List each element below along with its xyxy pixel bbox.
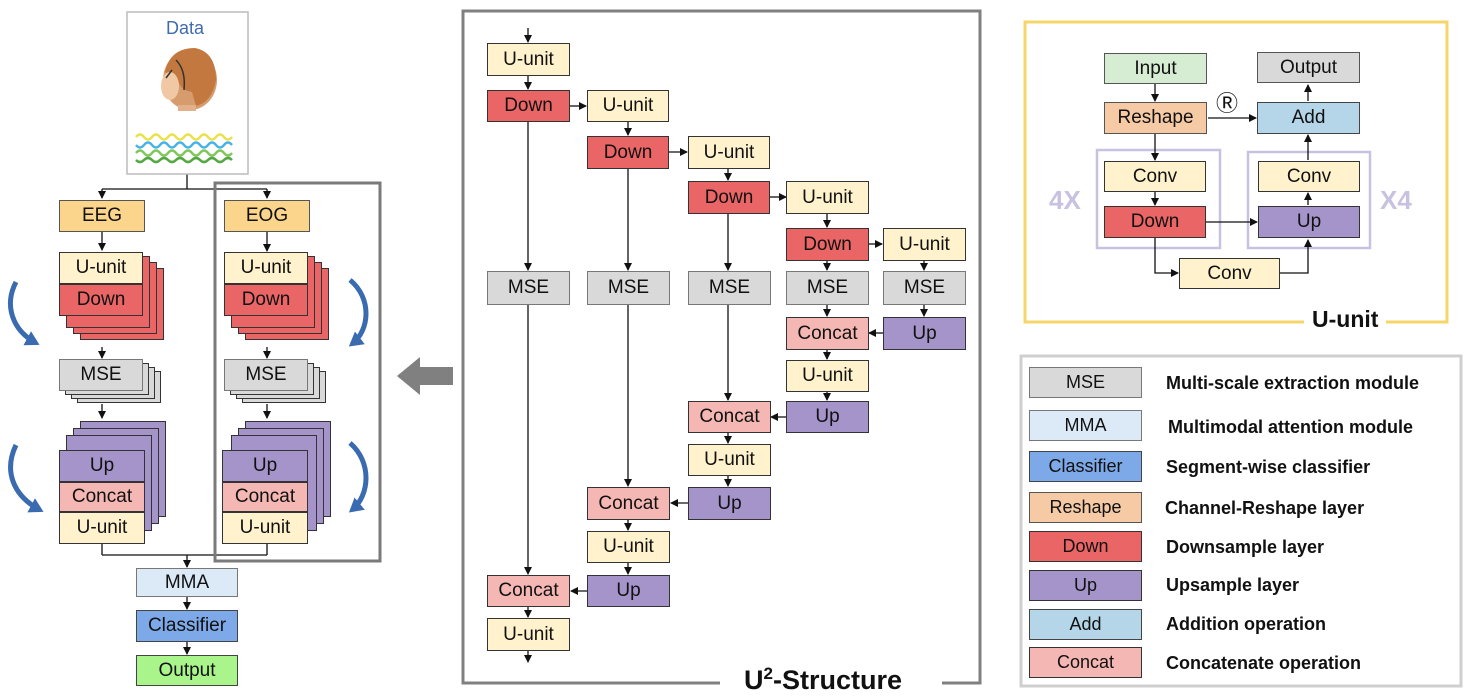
signal-waves-icon (135, 133, 233, 164)
uunit-connectors (1151, 84, 1312, 277)
legend-key-down: Down (1029, 531, 1142, 562)
u2-u-unit-1: U-unit (487, 43, 570, 76)
u2-concat-1: Concat (487, 575, 570, 607)
eog-up: Up (222, 450, 308, 482)
eog-u-unit: U-unit (224, 252, 308, 284)
u2-concat-3: Concat (688, 401, 771, 433)
u2-down-4: Down (786, 228, 869, 261)
uunit-frame (1023, 20, 1449, 324)
recurrence-arrows (8, 278, 369, 513)
uunit-conv-left: Conv (1104, 161, 1206, 192)
u2-u-unit-4: U-unit (786, 181, 869, 214)
mma-block: MMA (136, 568, 238, 597)
structure-to-pipeline-arrow (397, 357, 453, 395)
uunit-up: Up (1258, 206, 1360, 238)
u2-concat-4: Concat (786, 317, 869, 350)
u2-frame (461, 9, 982, 685)
u2-u-unit-4-decoder: U-unit (786, 360, 869, 392)
legend-desc-concat: Concatenate operation (1166, 653, 1362, 673)
residual-icon: Ⓡ (1216, 91, 1239, 116)
u2-up-5: Up (883, 317, 966, 350)
legend-key-up: Up (1029, 570, 1142, 601)
u2-mse-3: MSE (688, 271, 771, 305)
u2-mse-4: MSE (786, 271, 869, 305)
uunit-conv-right: Conv (1258, 161, 1360, 192)
u2-mse-5: MSE (883, 271, 966, 305)
eog-u-unit-decoder: U-unit (222, 512, 308, 544)
u2-connectors (524, 28, 928, 663)
u2-down-1: Down (487, 90, 570, 122)
uunit-input: Input (1104, 53, 1207, 84)
legend-key-mse: MSE (1029, 367, 1142, 398)
u2-up-2: Up (587, 575, 670, 607)
eog-down: Down (224, 284, 308, 316)
uunit-output: Output (1257, 52, 1360, 83)
u2-u-unit-2-decoder: U-unit (587, 531, 670, 563)
legend-key-concat: Concat (1029, 647, 1142, 678)
uunit-title: U-unit (1304, 306, 1387, 333)
eog-block: EOG (224, 200, 310, 232)
legend-key-add: Add (1029, 609, 1142, 640)
u2-mse-1: MSE (487, 271, 570, 305)
u2-structure-title: U2-Structure (740, 664, 906, 696)
eeg-up: Up (59, 450, 145, 482)
u2-u-unit-1-decoder: U-unit (487, 618, 570, 651)
legend-key-reshape: Reshape (1029, 492, 1142, 523)
legend-key-classifier: Classifier (1029, 451, 1142, 482)
u2-u-unit-3-decoder: U-unit (688, 444, 771, 476)
u2-down-2: Down (587, 136, 669, 169)
legend-key-mma: MMA (1029, 410, 1142, 441)
head-illustration-icon (161, 48, 217, 111)
legend-desc-mse: Multi-scale extraction module (1166, 373, 1420, 393)
u2-up-4: Up (786, 401, 869, 433)
eog-mse: MSE (224, 359, 308, 391)
eeg-u-unit-decoder: U-unit (59, 512, 145, 544)
pipeline-connectors (98, 174, 271, 655)
u2-u-unit-5: U-unit (883, 228, 966, 261)
uunit-conv-skip: Conv (1179, 258, 1280, 289)
uunit-add: Add (1257, 102, 1360, 134)
repeat-frame-left (1095, 148, 1222, 250)
repeat-label-left: 4X (1049, 185, 1081, 215)
eeg-concat: Concat (59, 482, 145, 512)
repeat-label-right: X4 (1380, 185, 1412, 215)
legend-desc-classifier: Segment-wise classifier (1166, 457, 1371, 477)
uunit-down: Down (1104, 206, 1206, 238)
classifier-block: Classifier (136, 610, 238, 642)
eog-concat: Concat (222, 482, 308, 512)
repeat-frame-right (1246, 150, 1372, 250)
eeg-u-unit: U-unit (59, 252, 143, 284)
eeg-down: Down (59, 284, 143, 316)
legend-desc-up: Upsample layer (1166, 575, 1300, 595)
legend-desc-down: Downsample layer (1166, 537, 1325, 557)
legend-desc-mma: Multimodal attention module (1168, 417, 1413, 437)
legend-desc-add: Addition operation (1166, 614, 1326, 634)
u2-u-unit-2: U-unit (587, 90, 669, 122)
data-label: Data (166, 18, 205, 38)
u2-mse-2: MSE (587, 271, 670, 305)
eeg-mse: MSE (59, 359, 143, 391)
u2-down-3: Down (688, 181, 770, 214)
legend-frame (1019, 354, 1463, 688)
eog-branch-frame (213, 181, 382, 563)
uunit-reshape: Reshape (1104, 102, 1207, 134)
output-block: Output (136, 655, 238, 686)
u2-u-unit-3: U-unit (688, 136, 770, 169)
legend-desc-reshape: Channel-Reshape layer (1165, 498, 1365, 518)
u2-up-3: Up (688, 487, 771, 520)
eeg-block: EEG (59, 200, 145, 232)
u2-concat-2: Concat (587, 487, 670, 520)
